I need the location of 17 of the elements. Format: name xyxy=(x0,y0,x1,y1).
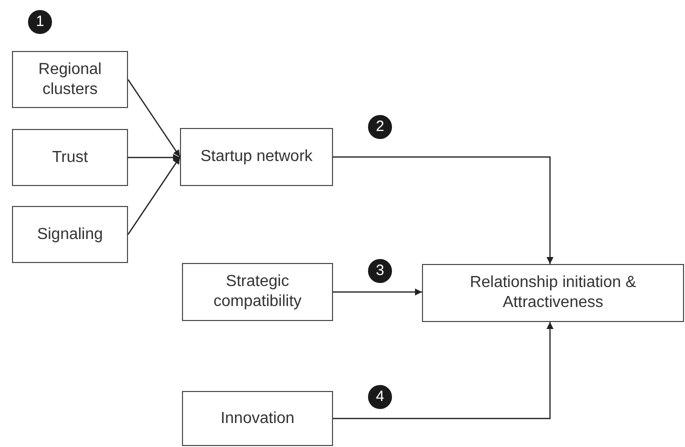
process-box: Strategic compatibility xyxy=(182,263,333,321)
process-box: Signaling xyxy=(12,206,128,263)
process-box: Startup network xyxy=(180,128,333,186)
arrow xyxy=(333,322,554,420)
process-box: Innovation xyxy=(182,391,333,446)
callout-number: 4 xyxy=(368,385,392,409)
callout-number: 3 xyxy=(368,259,392,283)
process-box: Trust xyxy=(12,129,128,186)
arrow xyxy=(128,154,180,161)
arrow xyxy=(128,79,180,158)
arrow xyxy=(333,288,422,296)
arrow xyxy=(128,156,180,235)
callout-number: 2 xyxy=(368,115,392,139)
callout-number: 1 xyxy=(28,10,52,34)
process-box: Relationship initiation & Attractiveness xyxy=(422,264,684,322)
process-box: Regional clusters xyxy=(12,51,128,108)
arrow xyxy=(333,156,554,264)
